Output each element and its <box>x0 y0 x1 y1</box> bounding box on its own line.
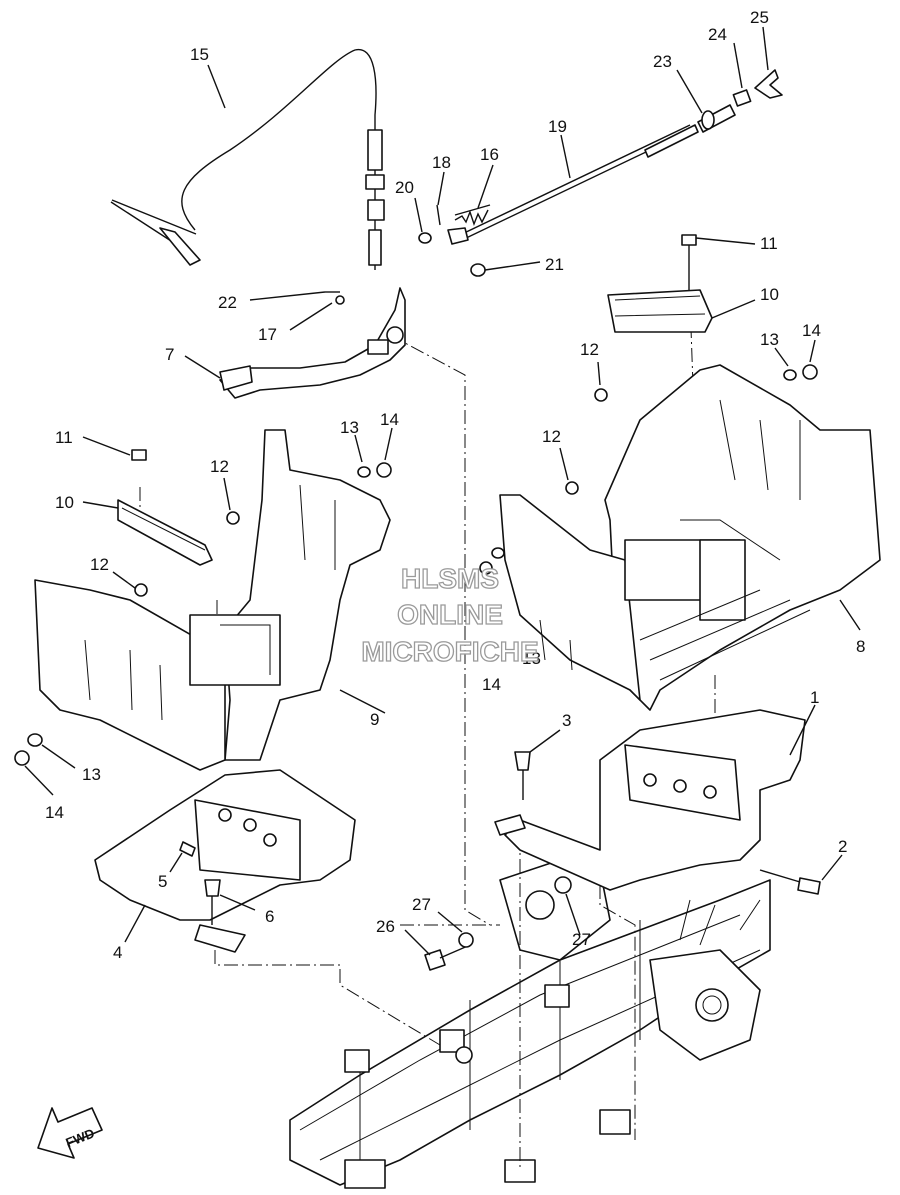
callout-2: 2 <box>838 837 847 856</box>
callout-14-d: 14 <box>482 675 501 694</box>
callout-18: 18 <box>432 153 451 172</box>
watermark-line-1: HLSMS <box>401 563 499 594</box>
callout-15: 15 <box>190 45 209 64</box>
callout-13-b: 13 <box>82 765 101 784</box>
callout-20: 20 <box>395 178 414 197</box>
callout-14-b: 14 <box>45 803 64 822</box>
brake-pedal-7 <box>219 287 406 399</box>
leader-lines <box>24 26 861 956</box>
callout-6: 6 <box>265 907 274 926</box>
parking-cable-15 <box>110 48 385 270</box>
callout-8: 8 <box>856 637 865 656</box>
callout-24: 24 <box>708 25 727 44</box>
footrest-board-8 <box>499 364 881 711</box>
callout-5: 5 <box>158 872 167 891</box>
fasteners <box>14 364 821 971</box>
callout-10-right: 10 <box>760 285 779 304</box>
brake-rod-19 <box>459 69 783 241</box>
callout-19: 19 <box>548 117 567 136</box>
watermark-line-3: MICROFICHE <box>361 636 538 667</box>
callout-12-b: 12 <box>90 555 109 574</box>
footrest-plate-10-right <box>607 234 713 333</box>
callout-16: 16 <box>480 145 499 164</box>
callout-12-d: 12 <box>580 340 599 359</box>
right-footrest-bracket-1 <box>494 709 806 891</box>
callout-13-c: 13 <box>760 330 779 349</box>
fwd-arrow-icon: FWD <box>37 1107 103 1159</box>
callout-27-b: 27 <box>572 930 591 949</box>
left-footrest-bracket-4 <box>94 769 356 953</box>
callout-12-c: 12 <box>542 427 561 446</box>
callout-21: 21 <box>545 255 564 274</box>
callout-25: 25 <box>750 8 769 27</box>
callout-3: 3 <box>562 711 571 730</box>
footrest-board-9 <box>34 429 391 771</box>
callout-17: 17 <box>258 325 277 344</box>
callout-12-a: 12 <box>210 457 229 476</box>
callout-labels: 1 2 3 4 5 6 7 8 9 10 10 11 11 12 12 12 1… <box>45 8 865 962</box>
callout-22: 22 <box>218 293 237 312</box>
callout-23: 23 <box>653 52 672 71</box>
callout-11-right: 11 <box>760 234 778 253</box>
callout-9: 9 <box>370 710 379 729</box>
callout-10-left: 10 <box>55 493 74 512</box>
callout-27-a: 27 <box>412 895 431 914</box>
callout-1: 1 <box>810 688 819 707</box>
spring-pin-cluster <box>418 204 491 277</box>
callout-13-a: 13 <box>340 418 359 437</box>
frame <box>289 859 771 1189</box>
watermark: HLSMS ONLINE MICROFICHE <box>361 562 540 667</box>
callout-26: 26 <box>376 917 395 936</box>
callout-14-c: 14 <box>802 321 821 340</box>
callout-14-a: 14 <box>380 410 399 429</box>
callout-11-left: 11 <box>55 428 73 447</box>
callout-4: 4 <box>113 943 122 962</box>
callout-7: 7 <box>165 345 174 364</box>
watermark-line-2: ONLINE <box>397 599 503 630</box>
footrest-plate-10-left <box>117 449 213 566</box>
callout-13-d: 13 <box>522 649 541 668</box>
